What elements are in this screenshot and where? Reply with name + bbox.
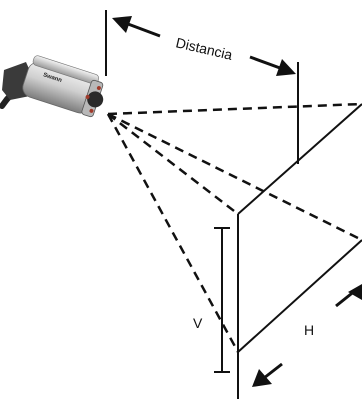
- arrow-right-icon: [249, 55, 296, 76]
- vertical-dimension: [214, 227, 230, 373]
- fov-line-bottom-near: [106, 113, 240, 353]
- arrow-up-right-icon: [335, 284, 362, 308]
- fov-line-bottom-far: [107, 112, 362, 242]
- target-plane: [237, 103, 362, 399]
- plane-top-edge: [237, 103, 362, 215]
- field-of-view-lines: [106, 102, 362, 353]
- distance-indicator: [105, 10, 299, 164]
- bullet-camera-icon: Swann: [0, 55, 104, 118]
- ir-led: [96, 86, 101, 91]
- vertical-label: V: [193, 315, 203, 331]
- ir-led: [89, 108, 94, 113]
- fov-line-top-far: [107, 102, 362, 116]
- camera-lens: [87, 91, 104, 108]
- plane-bottom-edge: [237, 239, 362, 353]
- ir-led: [85, 94, 90, 99]
- camera-sunshield: [32, 55, 100, 85]
- camera-brand-label: Swann: [42, 72, 63, 84]
- distance-label: Distancia: [174, 34, 234, 63]
- horizontal-label: H: [304, 322, 314, 338]
- arrow-down-left-icon: [252, 362, 283, 387]
- fov-line-top-near: [107, 113, 239, 215]
- arrow-left-icon: [112, 16, 161, 38]
